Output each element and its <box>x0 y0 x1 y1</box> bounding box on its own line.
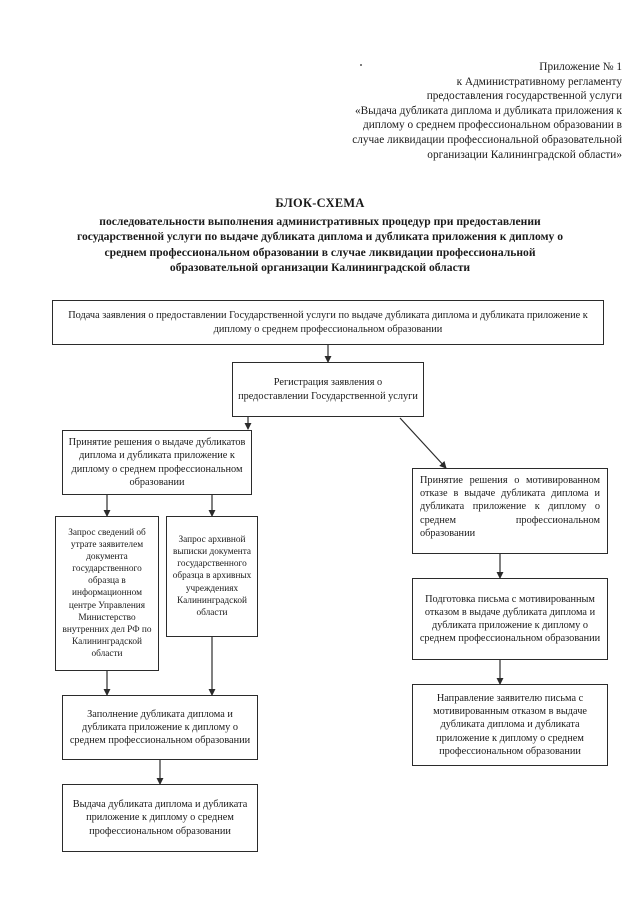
flowchart-node-issue-duplicate[interactable]: Выдача дубликата диплома и дубликата при… <box>62 784 258 852</box>
flowchart-node-decision-issue[interactable]: Принятие решения о выдаче дубликатов дип… <box>62 430 252 495</box>
header-line-4: «Выдача дубликата диплома и дубликата пр… <box>354 104 622 117</box>
flowchart-node-registration-label: Регистрация заявления о предоставлении Г… <box>238 377 418 402</box>
scan-artifact-dot <box>360 64 362 66</box>
flowchart-node-registration[interactable]: Регистрация заявления о предоставлении Г… <box>232 362 424 417</box>
flowchart-node-send-refusal-letter-label: Направление заявителю письма с мотивиров… <box>433 692 587 757</box>
page-title-line-1: последовательности выполнения администра… <box>99 215 541 229</box>
flowchart-node-decision-issue-label: Принятие решения о выдаче дубликатов дип… <box>68 437 246 488</box>
flowchart-node-request-loss-info-label: Запрос сведений об утрате заявителем док… <box>62 527 152 659</box>
flowchart-node-submission[interactable]: Подача заявления о предоставлении Госуда… <box>52 300 604 345</box>
appendix-reference-header: Приложение № 1 к Административному регла… <box>330 60 622 162</box>
header-line-6: случае ликвидации профессиональной образ… <box>352 133 622 146</box>
edge-registration-to-decision-refusal <box>399 417 447 469</box>
flowchart-node-submission-label: Подача заявления о предоставлении Госуда… <box>68 310 588 335</box>
page-title: БЛОК-СХЕМА последовательности выполнения… <box>60 196 580 275</box>
page-title-line-2: государственной услуги по выдаче дублика… <box>76 230 563 244</box>
flowchart-node-prepare-refusal-letter-label: Подготовка письма с мотивированным отказ… <box>419 593 601 645</box>
flowchart-node-request-loss-info[interactable]: Запрос сведений об утрате заявителем док… <box>55 516 159 671</box>
header-line-7: организации Калининградской области» <box>427 148 622 161</box>
flowchart-node-prepare-refusal-letter[interactable]: Подготовка письма с мотивированным отказ… <box>412 578 608 660</box>
flowchart-node-decision-refusal-label: Принятие решения о мотивированном отказе… <box>420 475 600 539</box>
flowchart-node-fill-duplicate[interactable]: Заполнение дубликата диплома и дубликата… <box>62 695 258 760</box>
header-line-1: Приложение № 1 <box>539 61 622 73</box>
flowchart-node-request-archive-label: Запрос архивной выписки документа госуда… <box>172 535 252 618</box>
flowchart-node-issue-duplicate-label: Выдача дубликата диплома и дубликата при… <box>72 799 248 837</box>
header-line-3: предоставления государственной услуги <box>426 90 622 103</box>
flowchart-node-send-refusal-letter[interactable]: Направление заявителю письма с мотивиров… <box>412 684 608 766</box>
flowchart-node-decision-refusal[interactable]: Принятие решения о мотивированном отказе… <box>412 468 608 554</box>
page-title-line-4: образовательной организации Калининградс… <box>169 260 471 274</box>
header-line-2: к Административному регламенту <box>456 75 622 88</box>
flowchart-node-request-archive[interactable]: Запрос архивной выписки документа госуда… <box>166 516 258 637</box>
page-title-line-3: среднем профессиональном образовании в с… <box>104 245 536 259</box>
flowchart-node-fill-duplicate-label: Заполнение дубликата диплома и дубликата… <box>69 708 251 747</box>
header-line-5: диплому о среднем профессиональном образ… <box>363 119 622 132</box>
page-title-main: БЛОК-СХЕМА <box>275 196 365 210</box>
